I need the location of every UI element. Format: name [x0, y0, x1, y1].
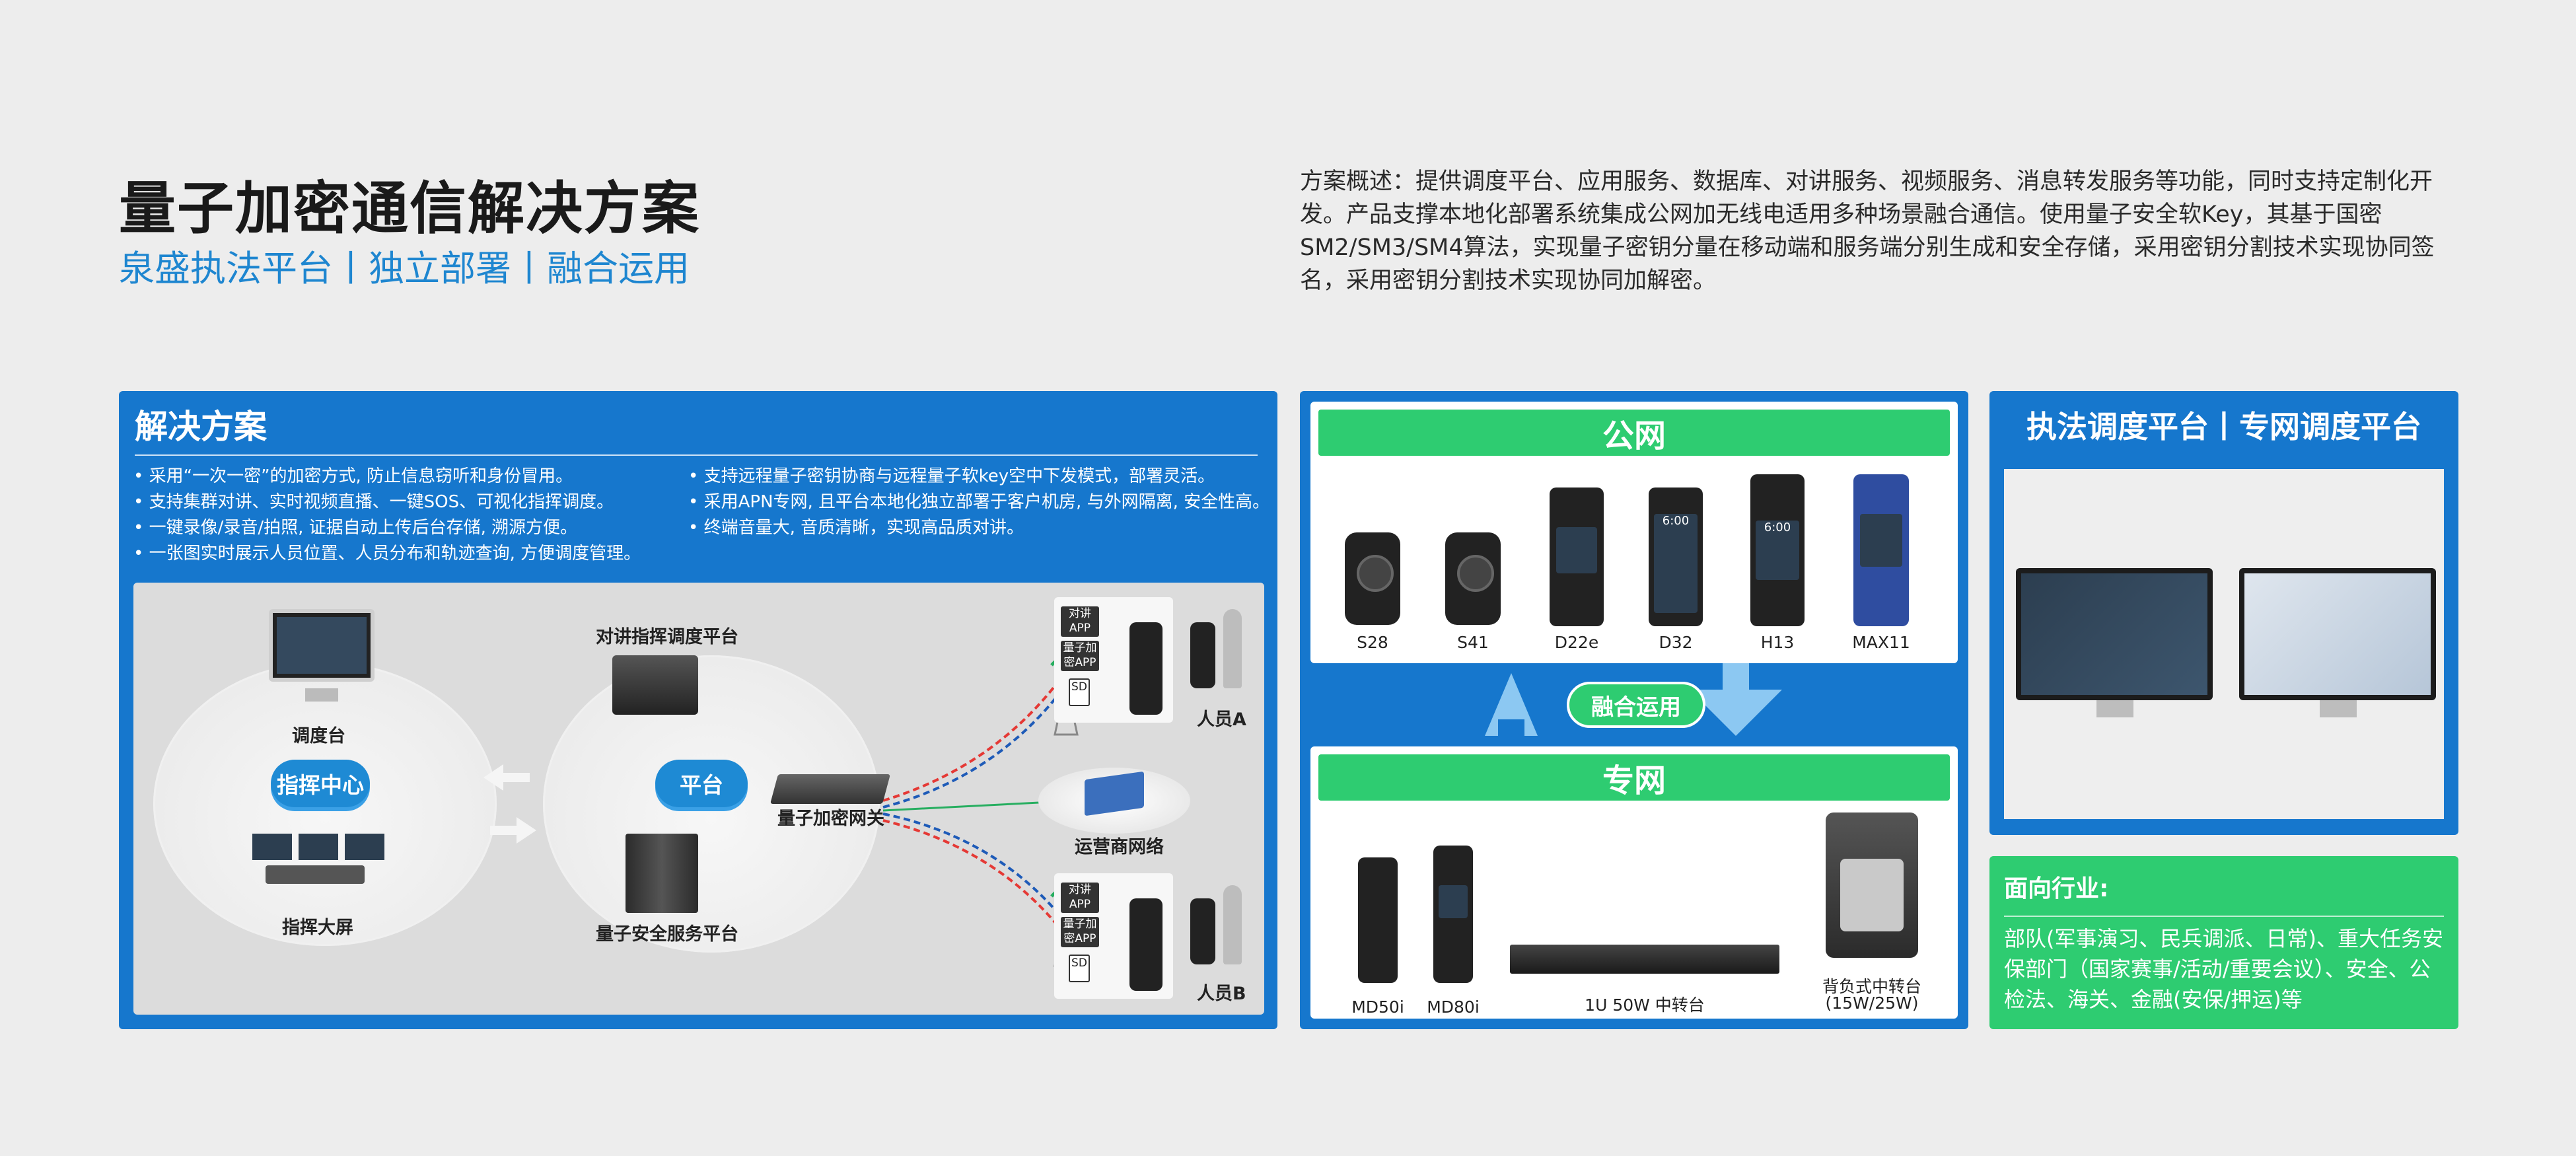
device-label: D22e — [1554, 633, 1599, 652]
device-md80i-icon — [1433, 846, 1473, 983]
operator-network-label: 运营商网络 — [1075, 837, 1164, 857]
backpack-repeater-icon — [1826, 813, 1918, 958]
person-icon — [1223, 609, 1242, 688]
gateway-label: 量子加密网关 — [777, 809, 884, 829]
device-label: S41 — [1457, 633, 1489, 652]
bullet-item: • 一键录像/录音/拍照, 证据自动上传后台存储, 溯源方便。 — [133, 518, 578, 538]
industry-panel: 面向行业: 部队(军事演习、民兵调派、日常)、重大任务安保部门（国家赛事/活动/… — [1989, 856, 2458, 1029]
industry-text: 部队(军事演习、民兵调派、日常)、重大任务安保部门（国家赛事/活动/重要会议）、… — [2004, 926, 2443, 1012]
repeater-1u-icon — [1510, 945, 1779, 974]
monitor-icon — [2239, 568, 2436, 700]
device-max11-icon — [1853, 474, 1909, 626]
device-d22e-icon — [1550, 488, 1604, 626]
device-s41-icon — [1445, 532, 1501, 625]
device-md50i-icon — [1358, 857, 1398, 983]
device-icon — [1129, 898, 1163, 991]
networks-panel: 公网 S28 S41 D22e 6:00 D32 6:00 H13 MAX11 … — [1300, 391, 1968, 1029]
app-tag-quantum: 量子加密APP — [1061, 641, 1099, 671]
solution-bullets-right: • 支持远程量子密钥协商与远程量子软key空中下发模式，部署灵活。 • 采用AP… — [688, 464, 1270, 541]
solution-overview: 方案概述：提供调度平台、应用服务、数据库、对讲服务、视频服务、消息转发服务等功能… — [1300, 168, 2435, 294]
arrow-right-icon — [490, 817, 536, 844]
solution-panel: 解决方案 • 采用“一次一密”的加密方式, 防止信息窃听和身份冒用。 • 支持集… — [119, 391, 1277, 1029]
monitor-stand — [2320, 700, 2357, 717]
device-label: 1U 50W 中转台 — [1585, 995, 1705, 1015]
command-center-cloud: 指挥中心 — [271, 760, 370, 807]
app-tag-quantum: 量子加密APP — [1061, 917, 1099, 947]
dispatch-title: 执法调度平台丨专网调度平台 — [2026, 409, 2421, 445]
console-label: 调度台 — [292, 726, 345, 746]
security-server-icon — [626, 834, 698, 913]
solution-divider — [135, 454, 1258, 456]
bullet-item: • 采用APN专网, 且平台本地化独立部署于客户机房, 与外网隔离, 安全性高。 — [688, 492, 1270, 512]
person-a-label: 人员A — [1197, 709, 1246, 730]
industry-divider — [2004, 916, 2444, 917]
device-s28-icon — [1345, 532, 1400, 625]
network-diagram: 调度台 指挥中心 指挥大屏 — [133, 583, 1264, 1015]
device-label: H13 — [1760, 633, 1795, 652]
dispatch-panel: 执法调度平台丨专网调度平台 — [1989, 391, 2458, 835]
person-icon — [1223, 885, 1242, 964]
device-label: S28 — [1357, 633, 1388, 652]
device-icon — [1190, 622, 1215, 688]
bullet-item: • 终端音量大, 音质清晰，实现高品质对讲。 — [688, 518, 1024, 538]
solution-title: 解决方案 — [135, 408, 267, 446]
big-screen-desk — [252, 834, 391, 886]
security-platform-label: 量子安全服务平台 — [596, 924, 738, 945]
person-b-label: 人员B — [1197, 984, 1246, 1004]
dispatch-platform-label: 对讲指挥调度平台 — [596, 627, 738, 647]
solution-bullets-left: • 采用“一次一密”的加密方式, 防止信息窃听和身份冒用。 • 支持集群对讲、实… — [133, 464, 641, 567]
gateway-device-icon — [769, 774, 891, 804]
industry-title: 面向行业: — [2004, 875, 2109, 902]
monitor-icon — [2016, 568, 2213, 700]
platform-cloud: 平台 — [655, 760, 748, 807]
device-icon — [1129, 622, 1163, 715]
public-network-title: 公网 — [1318, 410, 1950, 456]
fusion-arrows — [1485, 663, 1782, 736]
arrow-down-icon — [1690, 663, 1782, 736]
device-d32-icon: 6:00 — [1649, 488, 1703, 626]
public-network-card: 公网 S28 S41 D22e 6:00 D32 6:00 H13 MAX11 — [1310, 402, 1958, 663]
device-label: MD80i — [1427, 997, 1480, 1017]
app-tag-intercom: 对讲APP — [1061, 606, 1099, 637]
backpack-power-label: (15W/25W) — [1825, 993, 1919, 1013]
app-tag-intercom: 对讲APP — [1061, 883, 1099, 913]
page-subtitle: 泉盛执法平台丨独立部署丨融合运用 — [119, 248, 690, 289]
device-label: MAX11 — [1852, 633, 1910, 652]
dispatch-screens-area — [2004, 469, 2444, 819]
bullet-item: • 支持远程量子密钥协商与远程量子软key空中下发模式，部署灵活。 — [688, 466, 1215, 486]
device-label: MD50i — [1351, 997, 1404, 1017]
private-network-card: 专网 MD50i MD80i 1U 50W 中转台 背负式中转台 (15W/25… — [1310, 746, 1958, 1019]
console-monitor — [269, 609, 375, 682]
device-icon — [1190, 898, 1215, 964]
big-screen-label: 指挥大屏 — [282, 918, 353, 938]
bullet-item: • 一张图实时展示人员位置、人员分布和轨迹查询, 方便调度管理。 — [133, 544, 641, 563]
device-label: D32 — [1659, 633, 1693, 652]
fusion-label: 融合运用 — [1567, 682, 1705, 728]
backpack-label: 背负式中转台 — [1822, 977, 1921, 996]
monitor-stand — [2096, 700, 2133, 717]
arrow-left-icon — [483, 764, 530, 791]
sd-card-icon: SD — [1069, 955, 1090, 982]
sd-card-icon: SD — [1069, 678, 1090, 706]
arrow-up-icon — [1485, 673, 1538, 736]
server-rack-icon — [612, 655, 698, 715]
device-h13-icon: 6:00 — [1750, 474, 1805, 626]
monitor-stand — [305, 688, 338, 702]
bullet-item: • 采用“一次一密”的加密方式, 防止信息窃听和身份冒用。 — [133, 466, 573, 486]
bullet-item: • 支持集群对讲、实时视频直播、一键SOS、可视化指挥调度。 — [133, 492, 614, 512]
private-network-title: 专网 — [1318, 754, 1950, 801]
page-title: 量子加密通信解决方案 — [119, 176, 700, 242]
